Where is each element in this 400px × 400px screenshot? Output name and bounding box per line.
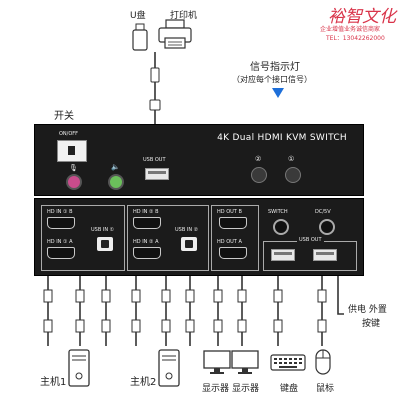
rear-panel: HD IN ① B HD IN ① A USB IN ① HD IN ② B H… bbox=[34, 198, 364, 276]
udisk-label: U盘 bbox=[130, 11, 146, 21]
hd-in-2a-label: HD IN ② A bbox=[133, 239, 159, 245]
hd-in-2a-port[interactable] bbox=[133, 247, 161, 259]
led-1-label: ① bbox=[288, 155, 295, 163]
power-switch[interactable] bbox=[57, 140, 87, 162]
rear-cables bbox=[43, 276, 344, 346]
rear-usb-out-label: USB OUT bbox=[297, 237, 324, 243]
usb-in-1-port[interactable] bbox=[97, 237, 113, 251]
switch-port-label: SWITCH bbox=[268, 209, 288, 215]
led-2-button[interactable] bbox=[251, 167, 267, 183]
down-arrow-icon bbox=[272, 88, 284, 98]
on-off-label: ON/OFF bbox=[59, 131, 79, 137]
hd-out-a-label: HD OUT A bbox=[217, 239, 242, 245]
hd-out-a-port[interactable] bbox=[219, 247, 247, 259]
dc5v-jack[interactable] bbox=[319, 219, 335, 235]
power-rocker bbox=[68, 146, 75, 155]
led-2-label: ② bbox=[255, 155, 262, 163]
host-1-icon bbox=[68, 349, 90, 387]
signal-light-title: 信号指示灯 bbox=[250, 62, 300, 73]
speaker-icon: 🔈 bbox=[111, 163, 120, 171]
mouse-icon bbox=[315, 349, 331, 375]
watermark-phone: TEL：13042262000 bbox=[326, 35, 385, 42]
watermark-tagline: 企业增值业务诚信商家 bbox=[320, 26, 381, 33]
rear-usb-out-port-2[interactable] bbox=[313, 249, 337, 261]
mic-jack[interactable] bbox=[66, 174, 82, 190]
rear-group-2 bbox=[127, 205, 209, 271]
udisk-icon bbox=[132, 23, 148, 51]
monitor-2-icon bbox=[231, 350, 259, 374]
dc5v-label: DC/5V bbox=[315, 209, 331, 215]
front-usb-out-port[interactable] bbox=[145, 168, 169, 180]
host-1-label: 主机1 bbox=[40, 377, 67, 388]
usb-in-1-label: USB IN ① bbox=[91, 227, 115, 233]
usb-in-2-label: USB IN ② bbox=[175, 227, 199, 233]
usb-in-2-port[interactable] bbox=[181, 237, 197, 251]
mouse-label: 鼠标 bbox=[316, 384, 335, 394]
keyboard-label: 键盘 bbox=[280, 384, 299, 394]
rear-group-1 bbox=[41, 205, 125, 271]
host-2-label: 主机2 bbox=[130, 377, 157, 388]
monitor-2-label: 显示器 bbox=[232, 384, 260, 394]
printer-icon bbox=[158, 19, 192, 49]
printer-label: 打印机 bbox=[170, 11, 198, 21]
hd-in-1a-port[interactable] bbox=[47, 247, 75, 259]
host-2-icon bbox=[158, 349, 180, 387]
mic-icon: 🎙 bbox=[69, 164, 78, 172]
hd-in-2b-label: HD IN ② B bbox=[133, 209, 159, 215]
keyboard-icon bbox=[270, 354, 306, 371]
front-usb-out-label: USB OUT bbox=[143, 157, 166, 163]
hd-in-1b-label: HD IN ① B bbox=[47, 209, 73, 215]
hd-out-b-port[interactable] bbox=[219, 217, 247, 229]
signal-light-subtitle: （对应每个接口信号） bbox=[232, 75, 312, 84]
monitor-1-label: 显示器 bbox=[202, 384, 230, 394]
rear-group-3 bbox=[211, 205, 259, 271]
switch-jack[interactable] bbox=[273, 219, 289, 235]
watermark: 裕智文化 企业增值业务诚信商家 TEL：13042262000 bbox=[318, 2, 400, 52]
headphone-jack[interactable] bbox=[108, 174, 124, 190]
hd-in-1b-port[interactable] bbox=[47, 217, 75, 229]
led-1-button[interactable] bbox=[285, 167, 301, 183]
monitor-1-icon bbox=[203, 350, 231, 374]
watermark-brand: 裕智文化 bbox=[328, 7, 396, 27]
side-label-line2: 按键 bbox=[362, 319, 381, 329]
hd-in-1a-label: HD IN ① A bbox=[47, 239, 73, 245]
switch-label: 开关 bbox=[54, 111, 74, 122]
front-panel: 4K Dual HDMI KVM SWITCH ON/OFF 🎙 🔈 USB O… bbox=[34, 124, 364, 196]
hd-out-b-label: HD OUT B bbox=[217, 209, 242, 215]
hd-in-2b-port[interactable] bbox=[133, 217, 161, 229]
product-name: 4K Dual HDMI KVM SWITCH bbox=[217, 133, 347, 143]
rear-usb-out-port-1[interactable] bbox=[271, 249, 295, 261]
side-label-line1: 供电 外置 bbox=[348, 305, 387, 315]
